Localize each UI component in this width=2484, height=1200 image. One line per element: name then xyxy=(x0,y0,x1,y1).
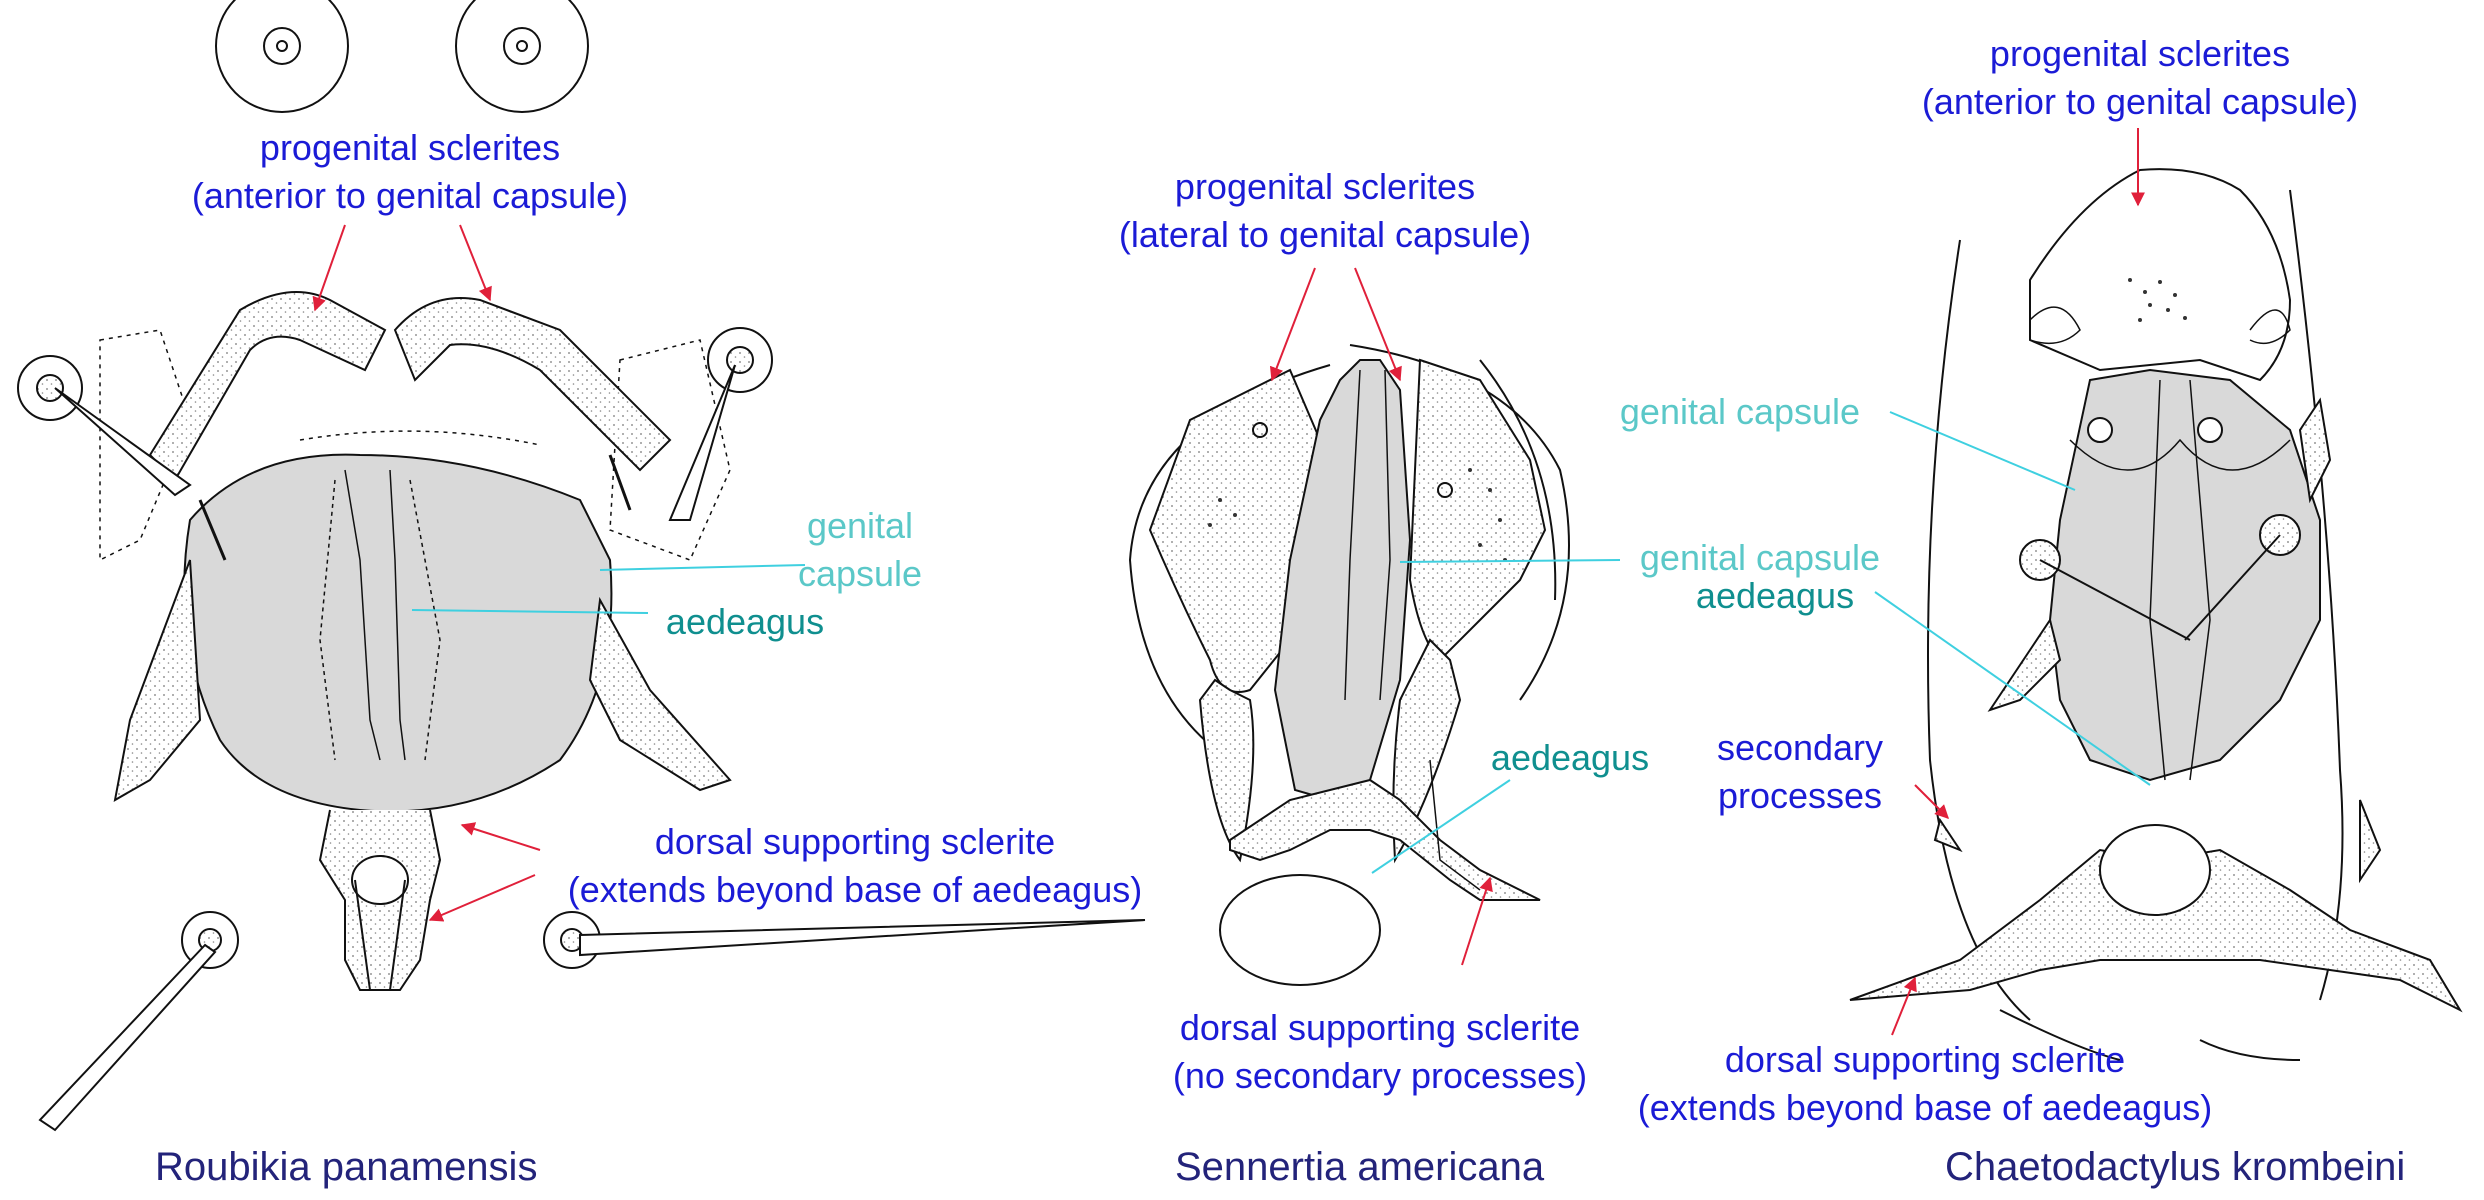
p2-dorsal-line2: (no secondary processes) xyxy=(1172,1055,1588,1096)
p1-dorsal-label: dorsal supporting sclerite (extends beyo… xyxy=(530,818,1180,914)
p3-species-name: Chaetodactylus krombeini xyxy=(1945,1145,2406,1189)
p2-progenital-line2: (lateral to genital capsule) xyxy=(1118,214,1532,255)
p3-aedeagus-label: aedeagus xyxy=(1695,575,1855,616)
line-p2-genital-capsule xyxy=(1399,559,1621,563)
p3-dorsal-label: dorsal supporting sclerite (extends beyo… xyxy=(1595,1036,2255,1132)
arrow-p2-progenital-left xyxy=(1269,267,1316,382)
p1-dorsal-line1: dorsal supporting sclerite xyxy=(654,821,1056,862)
line-p1-genital-capsule xyxy=(599,564,806,571)
arrow-p1-progenital-right xyxy=(459,224,492,302)
arrow-p3-dorsal xyxy=(1891,976,1917,1036)
p1-genital-capsule-line1: genital xyxy=(806,505,914,546)
p1-species-name: Roubikia panamensis xyxy=(155,1145,538,1189)
p3-dorsal-line1: dorsal supporting sclerite xyxy=(1724,1039,2126,1080)
p3-dorsal-line2: (extends beyond base of aedeagus) xyxy=(1637,1087,2213,1128)
p3-secondary-line1: secondary xyxy=(1716,727,1884,768)
sennertia-drawing xyxy=(1128,344,1570,986)
roubikia-drawing xyxy=(17,0,1146,1132)
p3-progenital-line2: (anterior to genital capsule) xyxy=(1921,81,2359,122)
p1-progenital-label: progenital sclerites (anterior to genita… xyxy=(160,124,660,220)
p2-genital-capsule-label: genital capsule xyxy=(1639,537,1881,578)
p3-genital-capsule-label: genital capsule xyxy=(1619,391,1861,432)
p3-progenital-label: progenital sclerites (anterior to genita… xyxy=(1880,30,2400,126)
p1-aedeagus-label: aedeagus xyxy=(665,601,825,642)
line-p2-aedeagus xyxy=(1371,779,1511,874)
p3-progenital-line1: progenital sclerites xyxy=(1989,33,2291,74)
p2-aedeagus-label: aedeagus xyxy=(1490,737,1650,778)
chaetodactylus-drawing xyxy=(1849,168,2463,1061)
line-p3-aedeagus xyxy=(1874,591,2151,786)
arrow-p1-dorsal-upper xyxy=(460,822,541,851)
p1-genital-capsule-label: genital capsule xyxy=(780,502,940,598)
p2-species-name: Sennertia americana xyxy=(1175,1145,1545,1189)
p2-progenital-label: progenital sclerites (lateral to genital… xyxy=(1075,163,1575,259)
p1-dorsal-line2: (extends beyond base of aedeagus) xyxy=(567,869,1143,910)
p2-dorsal-line1: dorsal supporting sclerite xyxy=(1179,1007,1581,1048)
p1-genital-capsule-line2: capsule xyxy=(797,553,923,594)
arrow-p3-secondary xyxy=(1914,784,1949,819)
p3-secondary-line2: processes xyxy=(1717,775,1883,816)
line-p3-genital-capsule xyxy=(1889,411,2076,491)
p2-progenital-line1: progenital sclerites xyxy=(1174,166,1476,207)
p3-secondary-label: secondary processes xyxy=(1700,724,1900,820)
arrow-p2-dorsal xyxy=(1461,876,1493,966)
arrow-p2-progenital-right xyxy=(1354,267,1402,382)
p1-progenital-line2: (anterior to genital capsule) xyxy=(191,175,629,216)
p1-progenital-line1: progenital sclerites xyxy=(259,127,561,168)
p2-dorsal-label: dorsal supporting sclerite (no secondary… xyxy=(1130,1004,1630,1100)
arrow-p1-dorsal-lower xyxy=(428,874,536,922)
line-p1-aedeagus xyxy=(411,609,649,614)
arrow-p1-progenital-left xyxy=(312,224,346,312)
